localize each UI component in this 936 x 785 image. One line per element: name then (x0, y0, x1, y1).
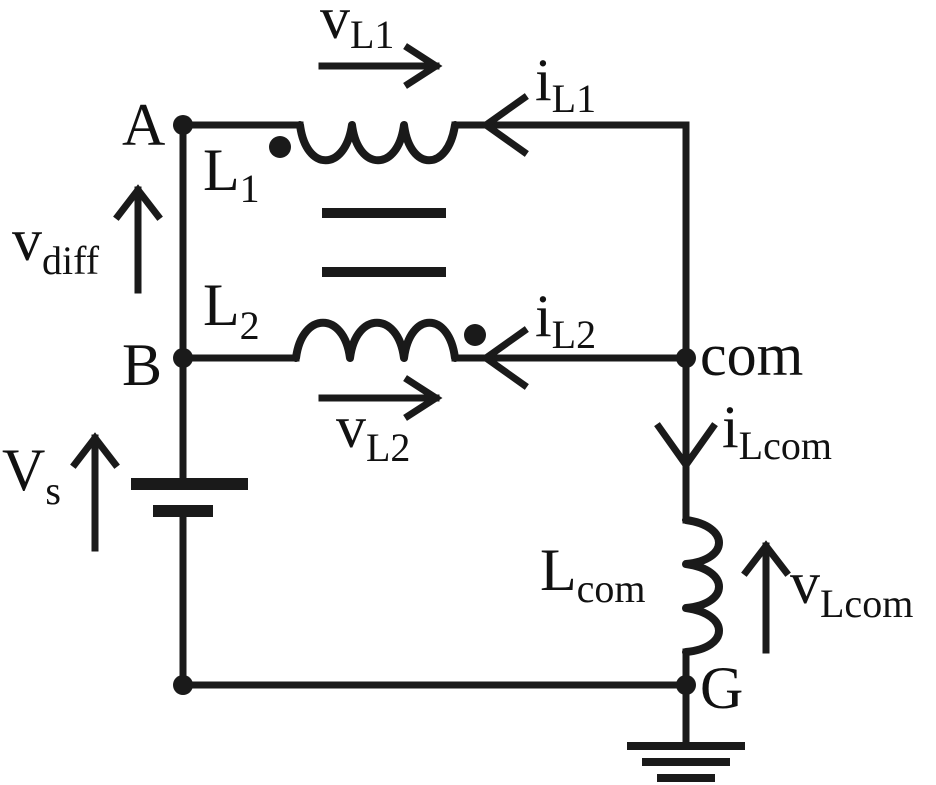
junction-com (676, 348, 696, 368)
vlcom-arrow (741, 540, 791, 654)
voltage-label-vs-main: V (2, 437, 45, 503)
node-label-a: A (122, 92, 165, 158)
ground-symbol (627, 742, 745, 782)
voltage-label-vdiff-main: v (12, 207, 42, 273)
voltage-label-vdiff-sub: diff (42, 238, 100, 283)
current-label-il1-sub: L1 (552, 76, 596, 121)
vl1-arrow (318, 43, 443, 89)
inductor-label-l1-sub: 1 (240, 166, 260, 211)
voltage-label-vlcom: vLcom (790, 550, 913, 626)
inductor-label-lcom-sub: com (577, 566, 646, 611)
current-label-il2: iL2 (535, 283, 596, 357)
junction-g (676, 675, 696, 695)
node-label-g: G (700, 655, 743, 721)
current-label-il1: iL1 (535, 47, 596, 121)
voltage-label-vs: Vs (2, 437, 61, 513)
junction-a (173, 115, 193, 135)
junction-b (173, 348, 193, 368)
vl2-arrow (318, 375, 443, 421)
voltage-label-vdiff: vdiff (12, 207, 100, 283)
inductor-label-lcom-main: L (540, 537, 577, 603)
ground-line-3 (657, 774, 715, 782)
inductor-label-l1-main: L (203, 137, 240, 203)
ground-line-2 (642, 758, 730, 766)
node-label-b: B (122, 332, 162, 398)
battery-plate-long (131, 478, 248, 490)
polarity-dot-l1 (269, 136, 291, 158)
voltage-label-vl2: vL2 (336, 394, 410, 470)
current-label-ilcom-sub: Lcom (739, 423, 832, 468)
inductor-label-l2: L2 (203, 272, 260, 348)
inductor-l2-coil (292, 318, 459, 362)
voltage-label-vl2-main: v (336, 394, 366, 460)
polarity-dot-l2 (464, 324, 486, 346)
voltage-label-vlcom-sub: Lcom (820, 581, 913, 626)
voltage-label-vl2-sub: L2 (366, 425, 410, 470)
current-label-il2-main: i (535, 283, 552, 349)
il1-arrow (479, 93, 570, 157)
inductor-label-l1: L1 (203, 137, 260, 211)
inductor-l1-coil (296, 121, 459, 165)
node-label-com: com (700, 322, 803, 388)
il2-arrow (479, 326, 570, 390)
core-bar-bottom (322, 267, 446, 277)
voltage-label-vl1-sub: L1 (350, 12, 394, 57)
current-label-ilcom-main: i (722, 394, 739, 460)
voltage-label-vl1: vL1 (320, 0, 394, 57)
inductor-lcom-coil (682, 516, 723, 656)
voltage-label-vlcom-main: v (790, 550, 820, 616)
vs-arrow (70, 432, 120, 552)
voltage-label-vl1-main: v (320, 0, 350, 51)
voltage-label-vs-sub: s (45, 468, 61, 513)
inductor-label-l2-main: L (203, 272, 240, 338)
ground-line-1 (627, 742, 745, 750)
vdiff-arrow (113, 184, 163, 294)
junction-bottom-left (173, 675, 193, 695)
core-bar-top (322, 208, 446, 218)
current-label-ilcom: iLcom (722, 394, 832, 468)
inductor-label-l2-sub: 2 (240, 303, 260, 348)
battery-plate-short (153, 505, 213, 517)
inductor-label-lcom: Lcom (540, 537, 646, 611)
ilcom-arrow (654, 388, 718, 472)
current-label-il1-main: i (535, 47, 552, 113)
current-label-il2-sub: L2 (552, 312, 596, 357)
